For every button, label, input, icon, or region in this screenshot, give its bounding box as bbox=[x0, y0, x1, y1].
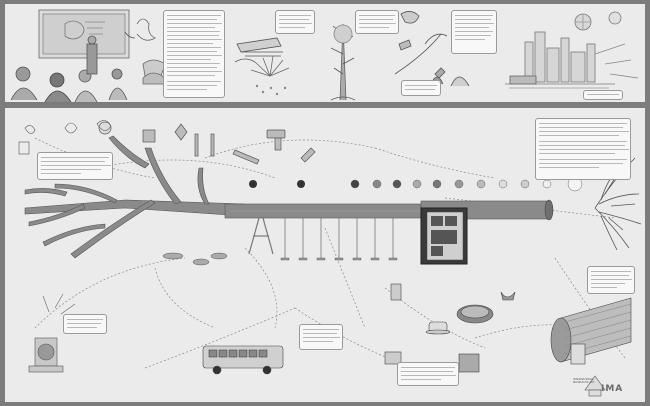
top-panel bbox=[5, 4, 645, 102]
text-block-stump bbox=[401, 80, 441, 96]
top-illustrations bbox=[10, 9, 639, 102]
ima-logo-text: IMA bbox=[601, 384, 624, 394]
text-block-roots bbox=[535, 118, 631, 180]
ima-logo-caption: INTERNATIONAL MUSEUM OF ART bbox=[573, 378, 595, 384]
text-block-furniture bbox=[397, 362, 459, 386]
bottom-panel: IMA INTERNATIONAL MUSEUM OF ART bbox=[5, 108, 645, 402]
text-block-log bbox=[587, 266, 635, 294]
text-block-city bbox=[583, 90, 623, 100]
ima-logo-mark bbox=[584, 375, 606, 397]
text-block-logging bbox=[451, 10, 497, 54]
text-block-history bbox=[163, 10, 225, 98]
text-block-lathe bbox=[63, 314, 107, 334]
text-block-school bbox=[299, 324, 343, 350]
tree-diagram bbox=[18, 120, 642, 397]
text-block-leaves bbox=[37, 152, 113, 180]
text-block-forest bbox=[355, 10, 399, 34]
text-block-timber bbox=[275, 10, 315, 34]
